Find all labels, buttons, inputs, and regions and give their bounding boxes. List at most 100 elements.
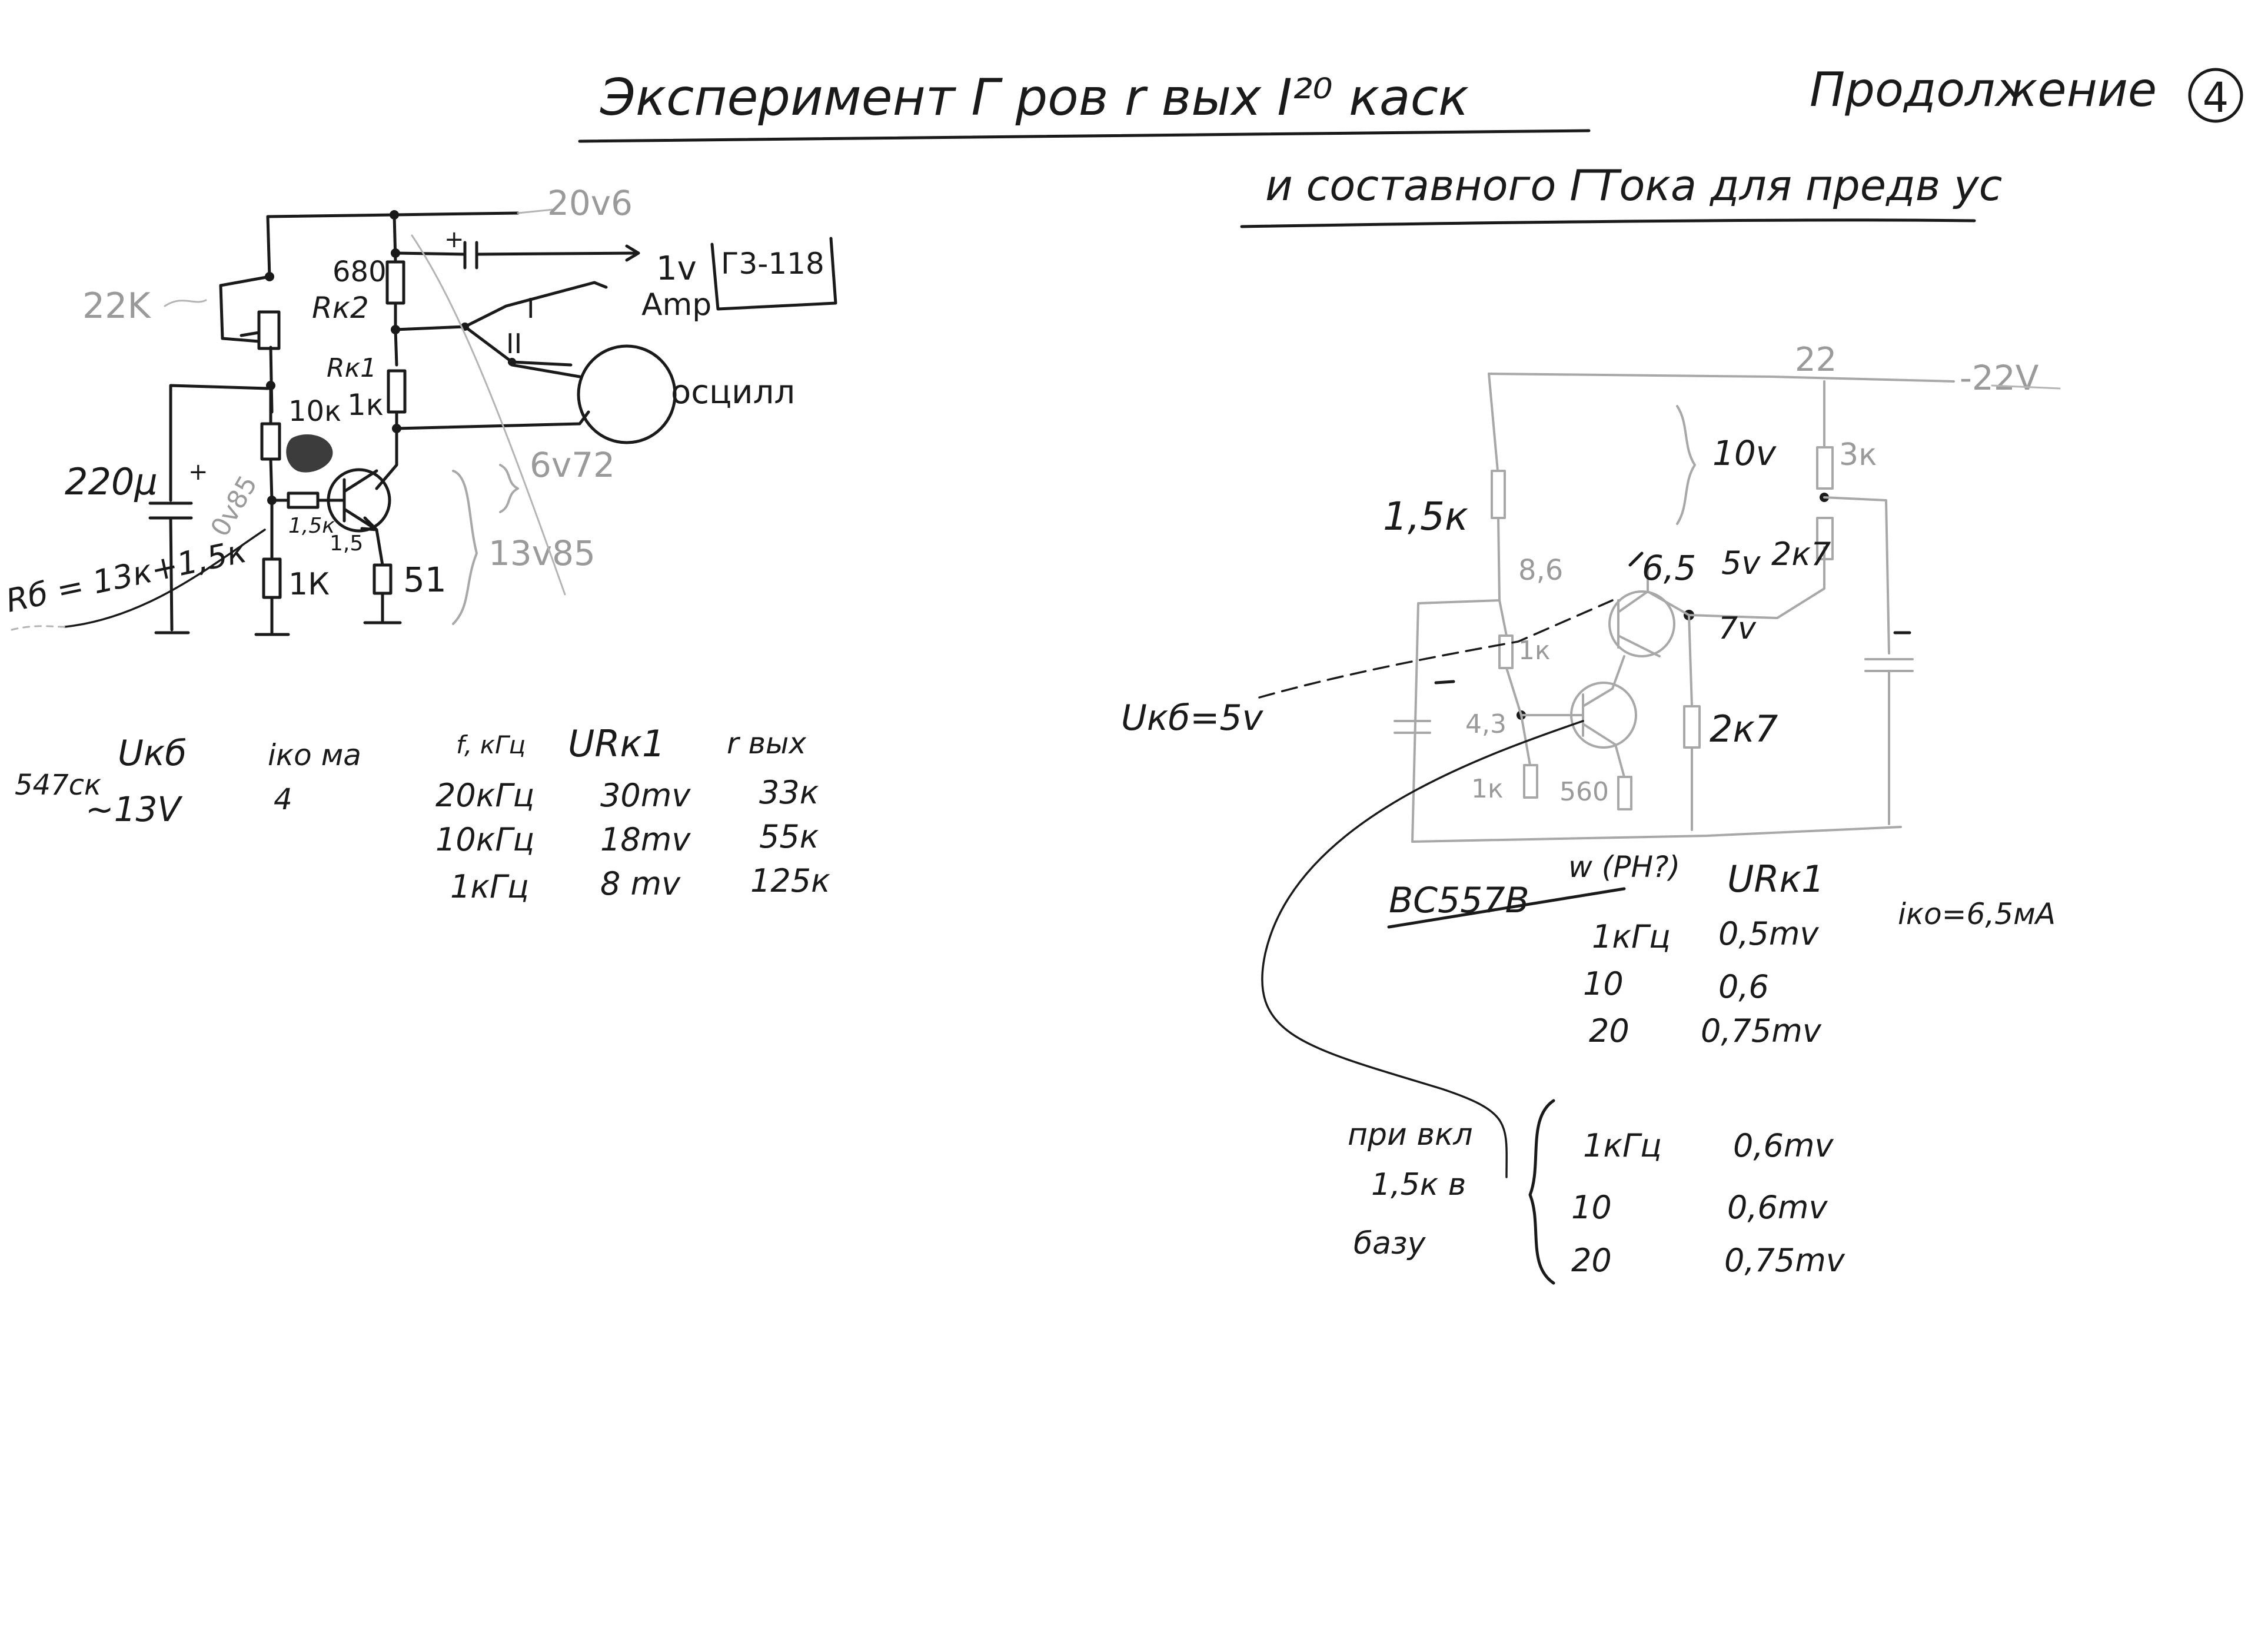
header-ukb: Uкб <box>118 733 187 774</box>
left-branch <box>1488 373 1499 472</box>
base-arrow <box>1258 599 1614 699</box>
row1-r: 33к <box>759 774 819 811</box>
row4-u: 0,6mv <box>1733 1127 1834 1164</box>
source-dashed <box>11 625 66 631</box>
base-note: Uкб=5v <box>1121 697 1264 739</box>
resistor-r-out <box>1683 705 1701 749</box>
resistor-rc <box>1816 446 1834 490</box>
r-out-value: 2к7 <box>1710 707 1778 750</box>
generator-box <box>710 237 837 311</box>
node <box>390 210 399 220</box>
row6-freq: 20 <box>1571 1242 1612 1279</box>
row3-u: 8 mv <box>600 865 681 902</box>
drop-voltage: 10v <box>1712 433 1777 473</box>
generator-name: Г3-118 <box>721 247 824 281</box>
q1-mark <box>1628 551 1644 567</box>
r-mid-value: 1к <box>1518 636 1551 666</box>
rk1-value: 1к <box>347 388 384 422</box>
resistor-rbase <box>287 491 320 509</box>
resistor-rk1 <box>387 369 407 414</box>
note-line-1: при вкл <box>1348 1117 1473 1152</box>
left-circuit: 20v6 22K 680 Rк2 Rк1 1к 10к 1,5к <box>3 183 837 636</box>
q2-terminals <box>1582 655 1625 778</box>
rc-to-cap <box>1823 496 1890 654</box>
row2-u: 18mv <box>600 821 691 858</box>
out-voltage: 7v <box>1718 611 1757 646</box>
cap-value: 220µ <box>65 460 158 503</box>
header-rout: r вых <box>727 726 806 760</box>
scope-input <box>510 363 581 378</box>
param-ukb: ~13V <box>85 789 183 829</box>
row2-freq: 10 <box>1583 965 1624 1002</box>
ground-rail <box>1411 826 1902 843</box>
rc-value: 3к <box>1839 437 1877 473</box>
rk1-name: Rк1 <box>327 353 377 383</box>
rb-top-value: 10к <box>288 395 341 428</box>
cap-wire-bottom <box>154 516 190 634</box>
pencil-brace-10v <box>1676 405 1696 525</box>
resistor-rk2 <box>385 260 405 305</box>
lower-ground <box>254 596 290 636</box>
header-urk1: URк1 <box>568 722 665 765</box>
resistor-re <box>1617 776 1632 810</box>
node <box>391 248 400 258</box>
r-top-value: 1,5к <box>1383 494 1468 539</box>
row3-freq: 1кГц <box>450 868 529 905</box>
cap-plus: + <box>188 458 208 486</box>
pot-leader <box>164 299 207 307</box>
coupling-capacitor <box>463 241 478 270</box>
pencil-brace-collector <box>499 464 519 513</box>
potentiometer <box>257 310 281 350</box>
transistor-q1 <box>327 468 391 533</box>
cap-wire-top <box>169 384 270 502</box>
header-freq: f, кГц <box>456 730 526 759</box>
supply-arrow <box>517 208 554 214</box>
transistor-type: 547ск <box>15 769 101 802</box>
subtitle-underline <box>1240 218 1976 228</box>
re-value: 51 <box>403 560 447 600</box>
page-number-circle <box>2188 68 2243 123</box>
resistor-r-top <box>1491 470 1506 519</box>
r-mid-voltage: 4,3 <box>1465 709 1507 739</box>
oscilloscope-label: осцилл <box>671 373 795 411</box>
out-wire <box>1688 614 1693 707</box>
note-line-3: базу <box>1354 1226 1426 1261</box>
transistor-underline <box>1387 887 1626 929</box>
rbase-value: 1,5к <box>288 514 335 538</box>
supply-label-grey: 22 <box>1795 341 1837 379</box>
pencil-line <box>411 234 566 596</box>
pot-label: 22K <box>82 285 151 327</box>
header: Эксперимент Г ров r вых I²⁰ каск Продолж… <box>578 62 2243 228</box>
left-measurement-table: 547ск Uкб iко ма f, кГц URк1 r вых ~13V … <box>15 722 830 905</box>
connection-curve <box>1261 720 1584 1178</box>
row3-r: 125к <box>750 862 830 899</box>
title-underline <box>578 129 1591 143</box>
resistor-rb-bottom <box>262 557 282 599</box>
resistor-rb-top <box>260 422 281 461</box>
source-resistance-note: Rб = 13к+1,5к <box>3 533 250 620</box>
row5-u: 0,6mv <box>1727 1189 1828 1226</box>
row2-r: 55к <box>759 818 819 855</box>
emitter-ground <box>363 592 402 624</box>
header-urk1: URк1 <box>1727 858 1824 901</box>
pot-wiring <box>219 275 271 343</box>
gen-level: 1v <box>656 250 697 288</box>
right-circuit: 22 -22V 1,5к 8,6 1к 4,3 1к 6,5 5v 7v <box>1121 341 2061 1178</box>
re-value: 560 <box>1559 777 1609 807</box>
note-brace <box>1528 1099 1555 1285</box>
resistor-r-load <box>1816 517 1834 560</box>
supply-arrow <box>1991 384 2061 390</box>
switch-mark-2: II <box>506 328 522 360</box>
switch-mark-1: I <box>527 293 535 324</box>
header-iko: iко ма <box>268 738 361 772</box>
row3-u: 0,75mv <box>1701 1012 1822 1049</box>
q1-collector-wire <box>1647 546 1825 619</box>
capacitor-right <box>1864 658 1914 825</box>
note-line-2: 1,5к в <box>1371 1167 1466 1202</box>
r-load-value: 2к7 <box>1771 536 1831 573</box>
row4-freq: 1кГц <box>1583 1127 1662 1164</box>
page-number: 4 <box>2203 74 2229 122</box>
ce-voltage: 13v85 <box>488 533 596 573</box>
bias-voltage: 1,5 <box>330 531 363 556</box>
